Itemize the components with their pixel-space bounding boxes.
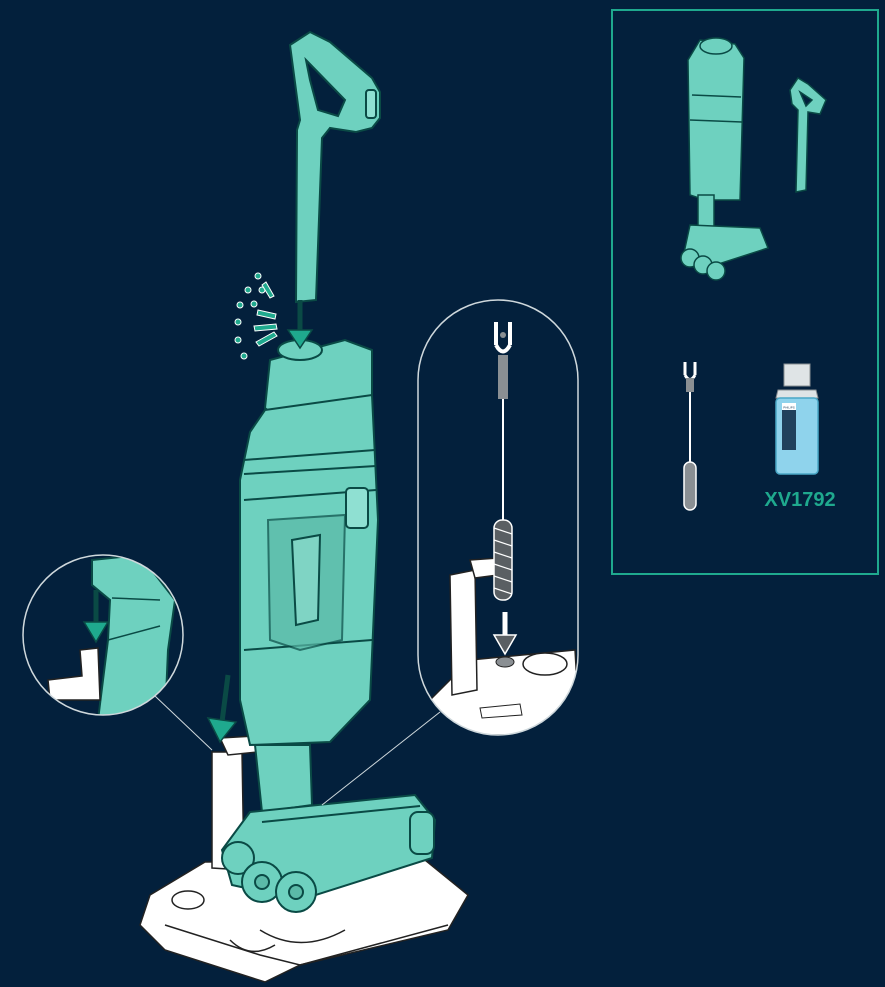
- detail-zoom-latch: [20, 550, 212, 750]
- mini-cleaning-brush-icon: [684, 362, 696, 510]
- mini-device-icon: [681, 38, 768, 280]
- bottle-brand-label: PHILIPS: [783, 406, 795, 410]
- mini-handle-icon: [790, 78, 826, 192]
- product-code-label: XV1792: [764, 489, 835, 511]
- cleaning-solution-bottle: PHILIPS: [776, 364, 818, 474]
- spray-icon: [235, 273, 277, 359]
- wet-dry-vacuum: [222, 32, 435, 912]
- base-insert-arrow-icon: [208, 675, 236, 742]
- accessory-panel: PHILIPS XV1792: [612, 10, 878, 574]
